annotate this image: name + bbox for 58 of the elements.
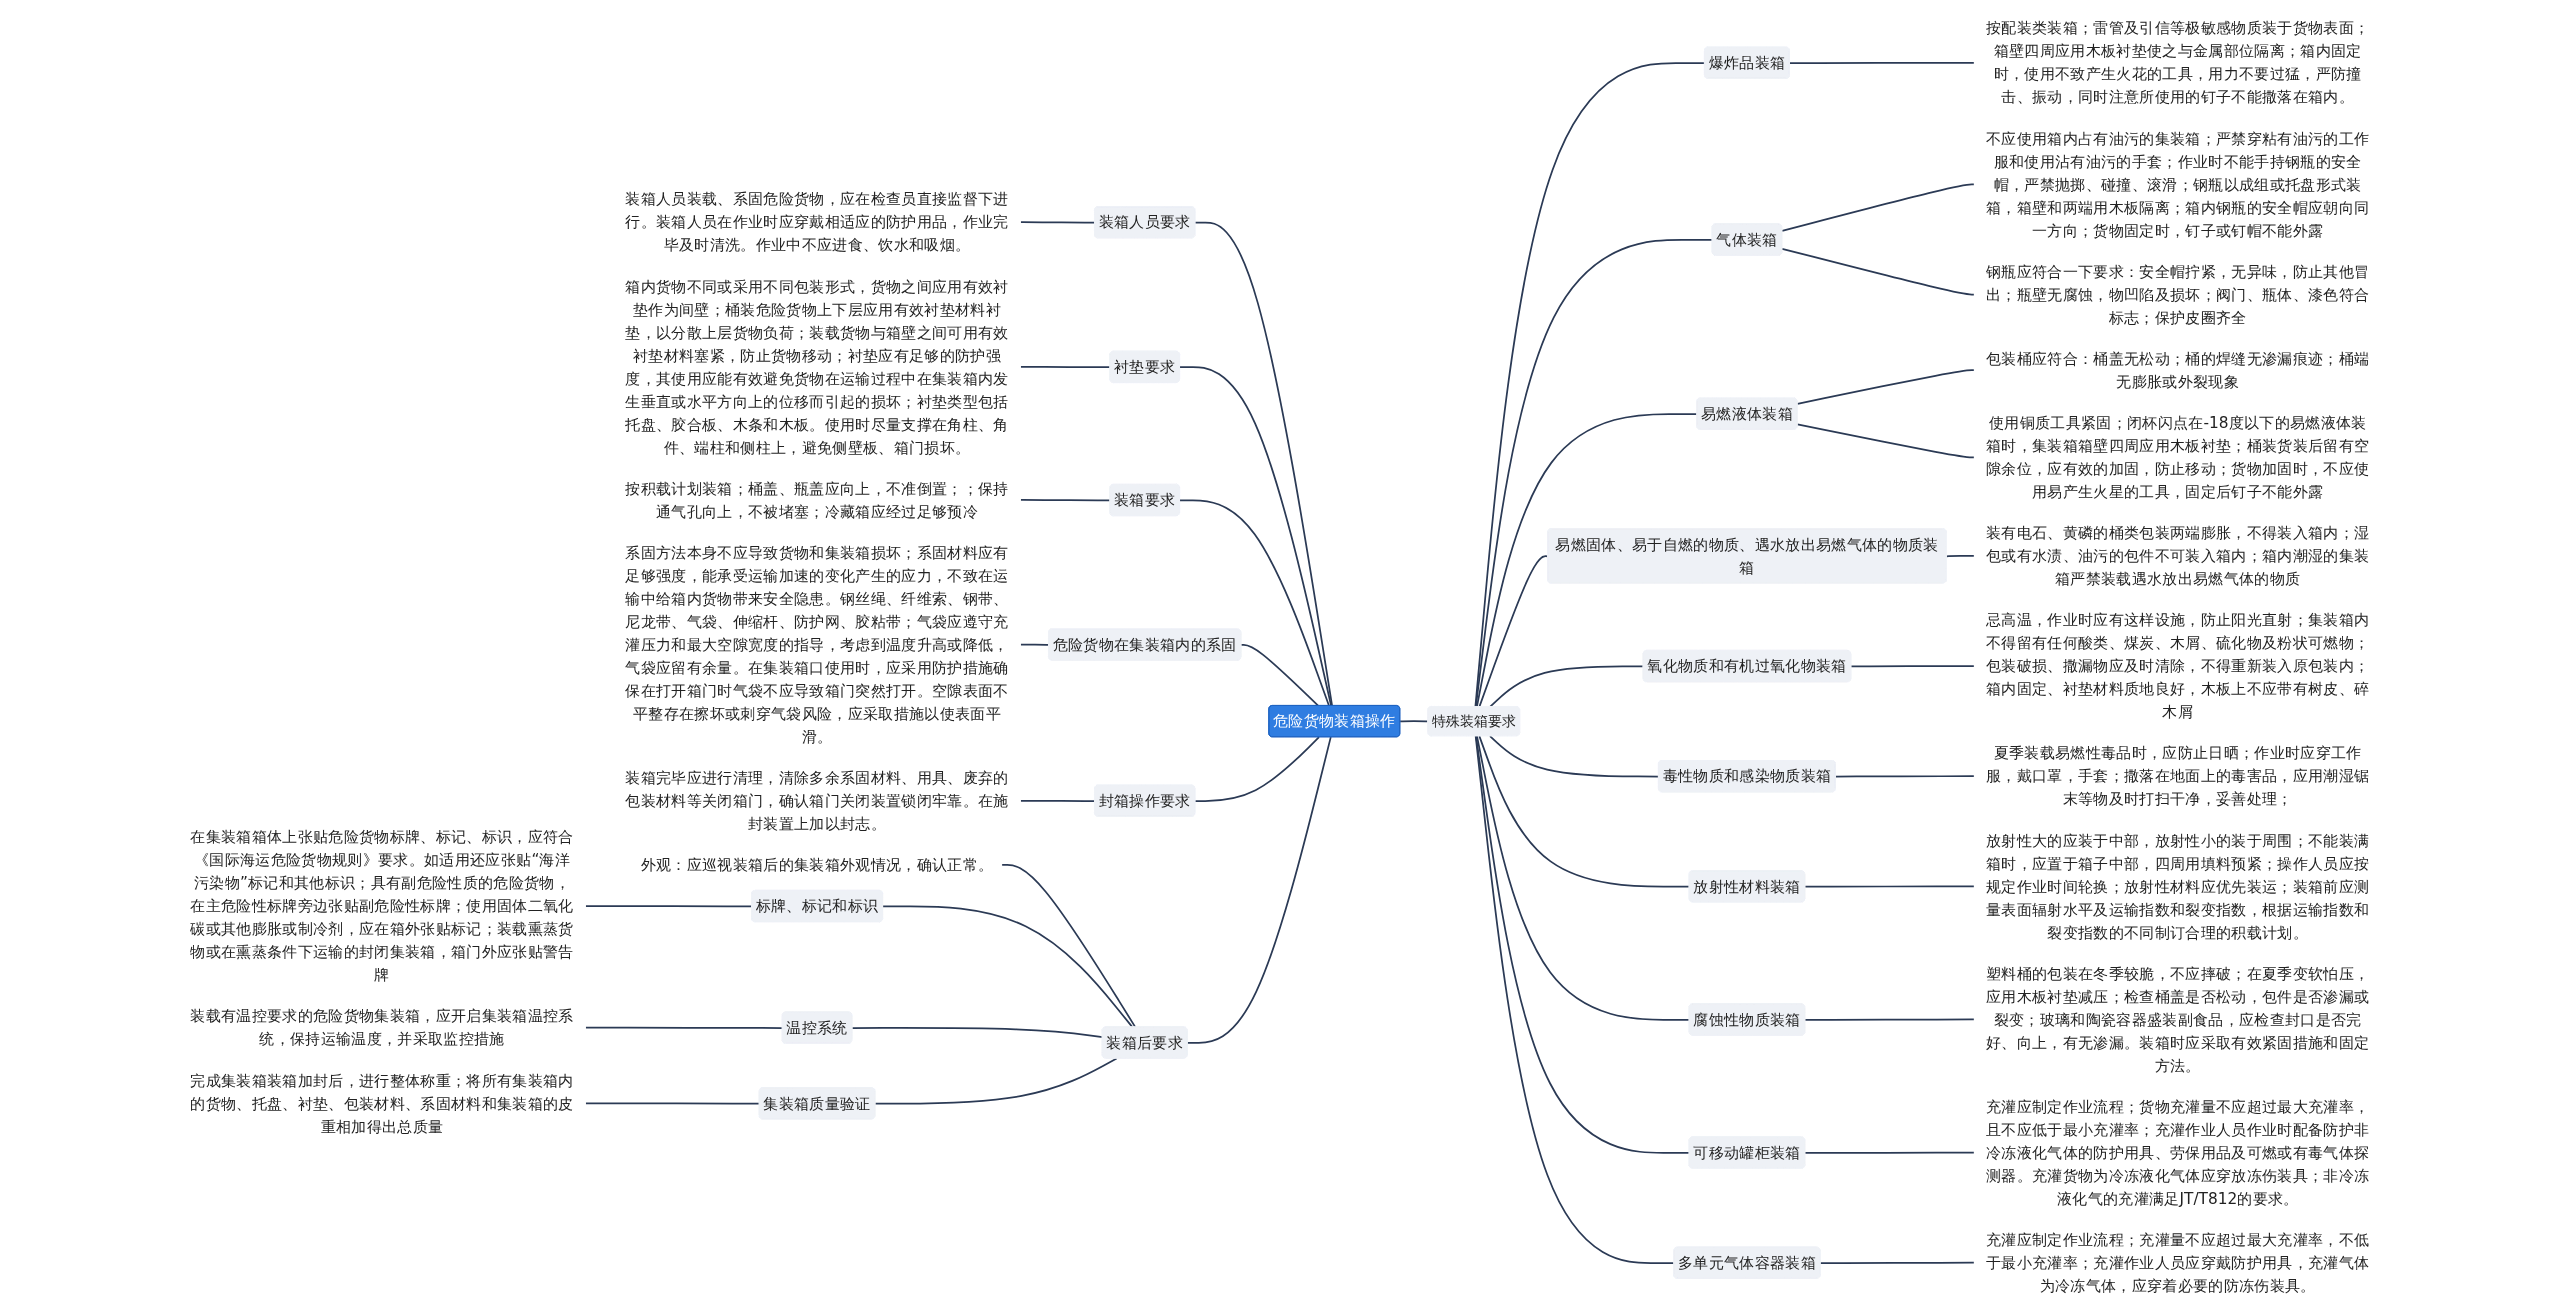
node-text: 装箱人员装载、系固危险货物，应在检查员直接监督下进行。装箱人员在作业时应穿戴相适应的防护用品，作业完毕及时清洗。作业中不应进食、饮水和吸烟。 [625, 190, 1009, 254]
node-text: 在集装箱箱体上张贴危险货物标牌、标记、标识，应符合《国际海运危险货物规则》要求。如适用还应张贴“海洋污染物”标记和其他标识；具有副危险性质的危险货物，在主危险性标牌旁边张贴副危险性标牌；使用固体二氧化碳或其他膨胀或制冷剂，应在箱外张贴标记；装载熏蒸货物或在熏蒸条件下运输的封闭集装箱，箱门外应张贴警告牌 [190, 828, 574, 984]
connector [1399, 720, 1429, 723]
connector [1478, 555, 1549, 708]
connector [1476, 735, 1691, 1021]
connector [882, 905, 1134, 1028]
connector [1179, 499, 1330, 707]
node-text: 按配装类装箱；雷管及引信等极敏感物质装于货物表面；箱壁四周应用木板衬垫使之与金属部位隔离；箱内固定时，使用不致产生火花的工具，用力不要过猛，严防撞击、振动，同时注意所使用的钉子不能撒落在箱内。 [1986, 19, 2370, 106]
connector [1796, 423, 1976, 459]
connector [1489, 735, 1660, 778]
node-text: 包装桶应符合：桶盖无松动；桶的焊缝无渗漏痕迹；桶端无膨胀或外裂现象 [1986, 349, 2370, 391]
node-text: 不应使用箱内占有油污的集装箱；严禁穿粘有油污的工作服和使用沾有油污的手套；作业时不能手持钢瓶的安全帽，严禁抛掷、碰撞、滚滑；钢瓶以成组或托盘形式装箱，箱壁和两端用木板隔离；箱内钢瓶的安全帽应朝向同一方向；货物固定时，钉子或钉帽不能外露 [1986, 129, 2370, 240]
connector [584, 1026, 784, 1029]
connector [1474, 62, 1706, 708]
connector [1019, 799, 1096, 802]
node-text: 完成集装箱装箱加封后，进行整体称重；将所有集装箱内的货物、托盘、衬垫、包装材料、系固材料和集装箱的皮重相加得出总质量 [190, 1071, 574, 1135]
connector [1781, 247, 1976, 296]
node-text: 放射性大的应装于中部，放射性小的装于周围；不能装满箱时，应置于箱子中部，四周用填料预紧；操作人员应按规定作业时间轮换；放射性材料应优先装运；装箱前应测量表面辐射水平及运输指数和裂变指数，根据运输指数和裂变指数的不同制订合理的积载计划。 [1986, 831, 2370, 942]
connector [1804, 1018, 1976, 1021]
node-text: 装有电石、黄磷的桶类包装两端膨胀，不得装入箱内；湿包或有水渍、油污的包件不可装入箱内；箱内潮湿的集装箱严禁装载遇水放出易燃气体的物质 [1986, 524, 2370, 588]
connector [1194, 736, 1320, 802]
connector [584, 1102, 761, 1105]
connector [1850, 665, 1976, 668]
node-text: 外观：应巡视装箱后的集装箱外观情况，确认正常。 [640, 856, 994, 874]
connector [1804, 1151, 1976, 1154]
node-text: 系固方法本身不应导致货物和集装箱损坏；系固材料应有足够强度，能承受运输加速的变化产生的应力，不致在运输中给箱内货物带来安全隐患。钢丝绳、纤维索、钢带、尼龙带、气袋、伸缩杆、防护网、胶粘带；气袋应遵守充灌压力和最大空隙宽度的指导，考虑到温度升高或降低，气袋应留有余量。在集装箱口使用时，应采用防护措施确保在打开箱门时气袋不应导致箱门突然打开。空隙表面不平整存在擦坏或刺穿气袋风险，应采取措施以使表面平滑。 [625, 543, 1009, 746]
connector [874, 1057, 1118, 1105]
connector [1186, 736, 1332, 1044]
connector [1478, 735, 1691, 888]
connector [1019, 643, 1050, 646]
node-text: 充灌应制定作业流程；充灌量不应超过最大充灌率，不低于最小充灌率；充灌作业人员应穿戴防护用具，充灌气体为冷冻气体，应穿着必要的防冻伤装具。 [1986, 1231, 2370, 1295]
connector [1179, 366, 1333, 707]
node-text: 装载有温控要求的危险货物集装箱，应开启集装箱温控系统，保持运输温度，并采取监控措施 [190, 1007, 574, 1048]
connector [1781, 183, 1976, 232]
connector [1489, 665, 1645, 708]
node-text: 钢瓶应符合一下要求：安全帽拧紧，无异味，防止其他冒出；瓶壁无腐蚀，物凹陷及损坏；阀门、瓶体、漆色符合标志；保护皮圈齐全 [1986, 262, 2370, 327]
node-text: 夏季装载易燃性毒品时，应防止日晒；作业时应穿工作服，戴口罩，手套；撒落在地面上的毒害品，应用潮湿锯末等物及时打扫干净，妥善处理； [1986, 744, 2370, 808]
node-text: 忌高温，作业时应有这样设施，防止阳光直射；集装箱内不得留有任何酸类、煤炭、木屑、硫化物及粉状可燃物；包装破损、撒漏物应及时清除，不得重新装入原包装内；箱内固定、衬垫材料质地良好，木板上不应带有树皮、碎木屑 [1986, 611, 2370, 721]
node-text: 使用铜质工具紧固；闭杯闪点在-18度以下的易燃液体装箱时，集装箱箱壁四周应用木板衬垫；桶装货装后留有空隙余位，应有效的加固，防止移动；货物加固时，不应使用易产生火星的工具，固定后钉子不能外露 [1986, 414, 2370, 501]
connector [851, 1027, 1104, 1038]
connector [584, 905, 753, 908]
connector [1001, 864, 1137, 1028]
connector [1475, 238, 1714, 708]
connector [1945, 555, 1976, 558]
connector [1194, 221, 1334, 707]
node-text: 装箱完毕应进行清理，清除多余系固材料、用具、废弃的包装材料等关闭箱门，确认箱门关闭装置锁闭牢靠。在施封装置上加以封志。 [625, 769, 1009, 833]
connector [1789, 61, 1976, 64]
connector [1835, 775, 1976, 778]
node-text: 按积载计划装箱；桶盖、瓶盖应向上，不准倒置；；保持通气孔向上，不被堵塞；冷藏箱应经过足够预冷 [625, 479, 1009, 521]
node-text: 箱内货物不同或采用不同包装形式，货物之间应用有效衬垫作为间壁；桶装危险货物上下层应用有效衬垫材料衬垫，以分散上层货物负荷；装载货物与箱壁之间可用有效衬垫材料塞紧，防止货物移动；衬垫应有足够的防护强度，其使用应能有效避免货物在运输过程中在集装箱内发生垂直或水平方向上的位移而引起的损坏；衬垫类型包括托盘、胶合板、木条和木板。使用时尽量支撑在角柱、角件、端柱和侧柱上，避免侧壁板、箱门损坏。 [625, 277, 1009, 457]
connector [1819, 1261, 1976, 1264]
connector [1796, 369, 1976, 405]
connector [1475, 735, 1691, 1154]
connector [1240, 644, 1320, 707]
node-text: 塑料桶的包装在冬季较脆，不应摔破；在夏季变软怕压，应用木板衬垫减压；检查桶盖是否松动，包件是否渗漏或裂变；玻璃和陶瓷容器盛装副食品，应检查封口是否完好、向上，有无渗漏。装箱时应采取有效紧固措施和固定方法。 [1986, 964, 2370, 1075]
node-text: 充灌应制定作业流程；货物充灌量不应超过最大充灌率，且不应低于最小充灌率；充灌作业人员作业时配备防护非冷冻液化气体的防护用具、劳保用品及可燃或有毒气体探测器。充灌货物为冷冻液化气体应穿放冻伤装具；非冷冻液化气的充灌满足JT/T812的要求。 [1986, 1097, 2370, 1208]
connector [1804, 885, 1976, 888]
connector [1019, 221, 1096, 224]
